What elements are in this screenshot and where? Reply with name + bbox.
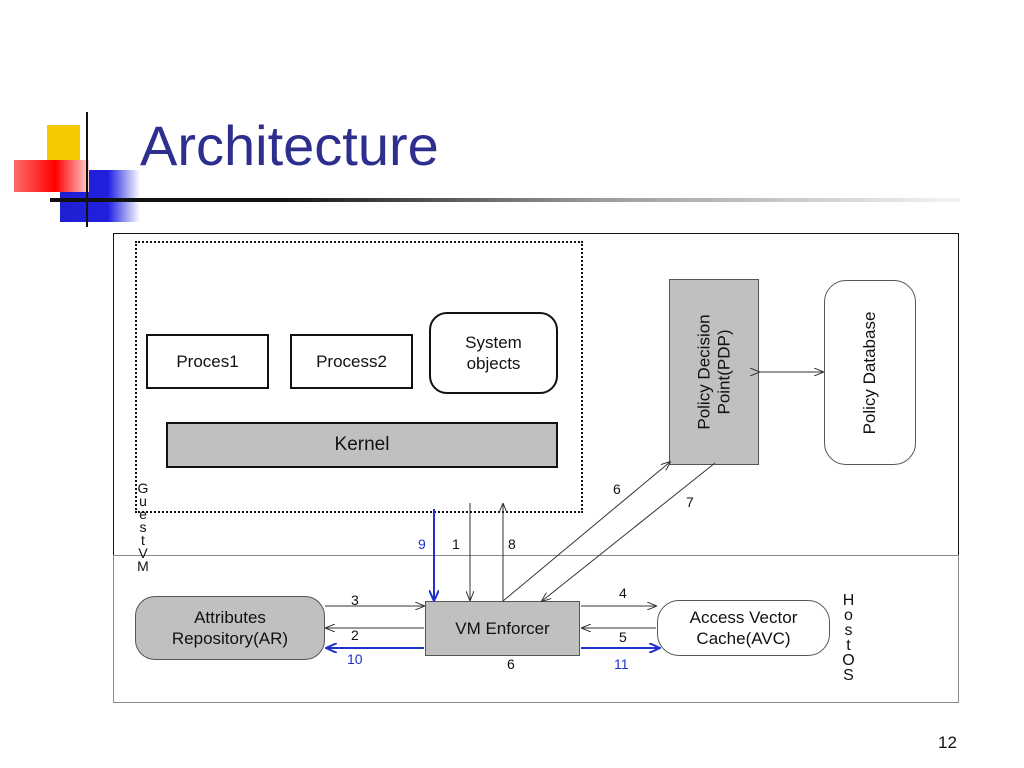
policy-database-box: Policy Database [824,280,916,465]
edge-label-6-bottom: 6 [507,656,515,672]
system-boundary [113,233,959,556]
arrow-6-to-pdp [502,462,670,602]
title-underline [50,198,960,202]
edge-label-6-top: 6 [613,481,621,497]
edge-label-8: 8 [508,536,516,552]
guest-vm-label: GuestVM [135,480,151,571]
host-os-region [113,555,959,703]
slide-title: Architecture [140,114,439,177]
process2-box: Process2 [290,334,413,389]
title-decoration-yellow [47,125,80,160]
edge-label-9: 9 [418,536,426,552]
guest-vm-region [135,241,583,513]
kernel-label: Kernel [334,434,390,455]
edge-label-10: 10 [347,651,363,667]
avc-label: Access Vector Cache(AVC) [689,607,798,648]
edge-label-5: 5 [619,629,627,645]
attributes-repository-box: Attributes Repository(AR) [135,596,325,660]
vm-enforcer-box: VM Enforcer [425,601,580,656]
edge-label-7: 7 [686,494,694,510]
edge-label-4: 4 [619,585,627,601]
edge-label-3: 3 [351,592,359,608]
edge-label-2: 2 [351,627,359,643]
avc-box: Access Vector Cache(AVC) [657,600,830,656]
pdp-box: Policy Decision Point(PDP) [669,279,759,465]
title-decoration-line [86,112,88,227]
system-objects-label: System objects [465,332,522,373]
arrow-7-from-pdp [542,462,716,601]
host-os-label: HostOS [840,592,857,682]
process1-box: Proces1 [146,334,269,389]
process2-label: Process2 [316,351,387,371]
attributes-repository-label: Attributes Repository(AR) [171,607,289,648]
edge-label-1: 1 [452,536,460,552]
vm-enforcer-label: VM Enforcer [455,618,550,638]
edge-label-11: 11 [614,656,629,672]
page-number: 12 [938,733,957,752]
kernel-box: Kernel [166,422,558,468]
title-decoration-red [14,160,89,192]
system-objects-box: System objects [429,312,558,394]
process1-label: Proces1 [176,351,239,371]
